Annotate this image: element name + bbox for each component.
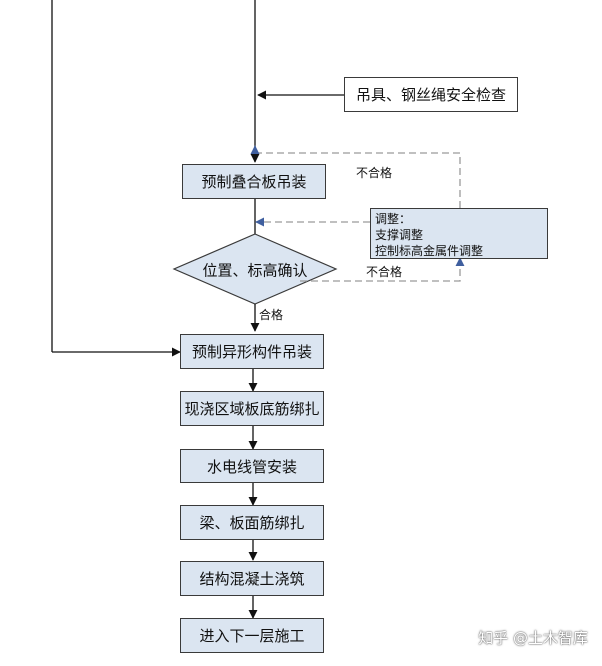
special-component-hoisting-box: 预制异形构件吊装 <box>180 334 324 369</box>
beam-slab-rebar-box: 梁、板面筋绑扎 <box>180 505 324 540</box>
adjust-note-line1: 支撑调整 <box>375 228 424 242</box>
watermark: 知乎 @土木智库 <box>478 629 588 647</box>
pass-label: 合格 <box>259 308 284 322</box>
mep-conduit-install-box: 水电线管安装 <box>180 449 324 483</box>
position-confirm-label: 位置、标高确认 <box>202 261 308 280</box>
fail-loop-bottom <box>300 262 461 282</box>
cast-area-bottom-rebar-box: 现浇区域板底筋绑扎 <box>180 391 324 426</box>
adjust-note-title: 调整： <box>375 212 412 226</box>
adjust-note-box: 调整： 支撑调整 控制标高金属件调整 <box>370 208 548 259</box>
rigging-check-box: 吊具、钢丝绳安全检查 <box>344 77 518 112</box>
adjust-note-line2: 控制标高金属件调整 <box>375 244 484 258</box>
precast-slab-hoisting-box: 预制叠合板吊装 <box>182 164 326 199</box>
next-floor-box: 进入下一层施工 <box>180 618 324 653</box>
fail-loop-top <box>258 152 461 208</box>
fail-label-top: 不合格 <box>356 166 393 180</box>
fail-label-bottom: 不合格 <box>366 265 403 279</box>
concrete-pouring-box: 结构混凝土浇筑 <box>180 561 324 596</box>
